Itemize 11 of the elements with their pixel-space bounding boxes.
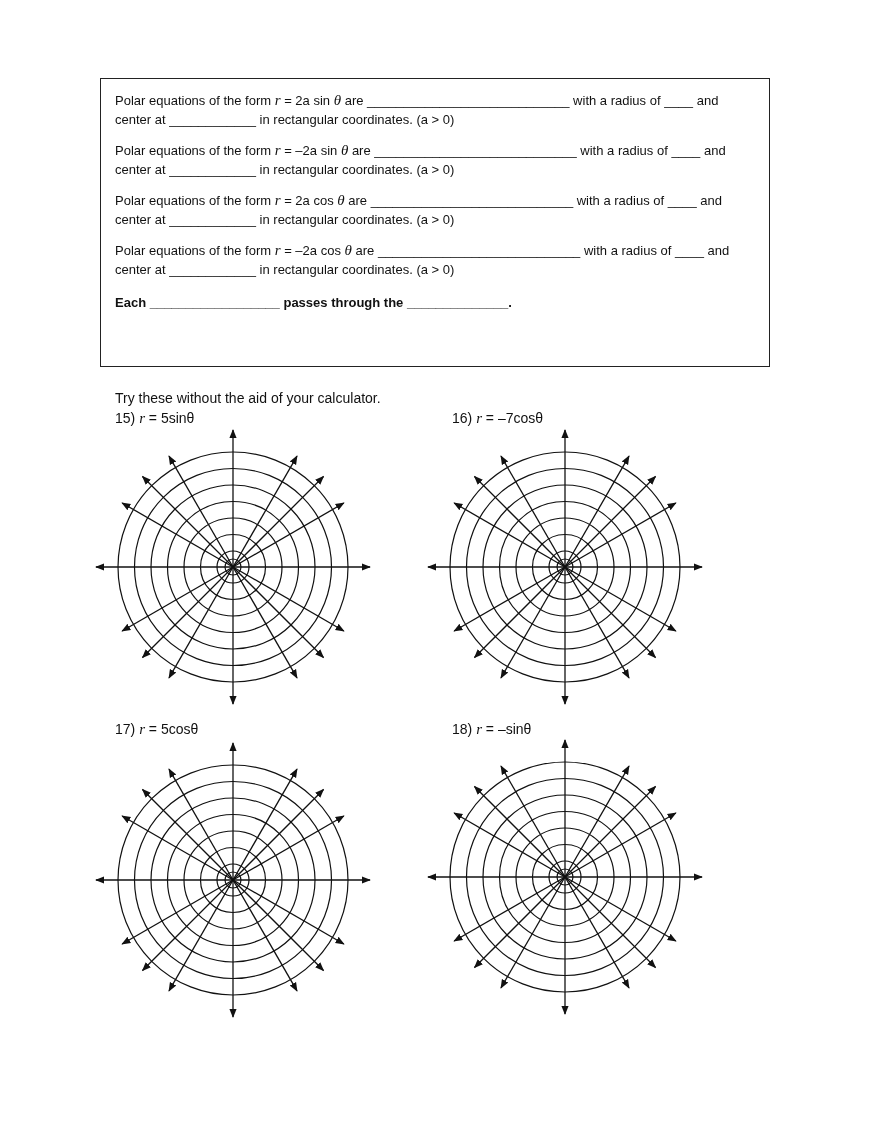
problem-label: 15) r = 5sinθ <box>115 410 195 427</box>
fill-in-sentence: Polar equations of the form r = –2a sin θ are ____________________________ with a radius of ____ and center at ____________ in rectangular coordinates. (a > 0) <box>115 141 727 179</box>
fill-in-sentence: Polar equations of the form r = 2a cos θ are ____________________________ with a radius of ____ and center at ____________ in rectangular coordinates. (a > 0) <box>115 191 723 229</box>
problem-label: 17) r = 5cosθ <box>115 721 199 738</box>
problem-label: 18) r = –sinθ <box>452 721 532 738</box>
instruction-text: Try these without the aid of your calculator. <box>115 390 381 406</box>
fill-in-sentence: Polar equations of the form r = 2a sin θ are ____________________________ with a radius of ____ and center at ____________ in rectangular coordinates. (a > 0) <box>115 91 720 129</box>
fill-in-sentence: Polar equations of the form r = –2a cos θ are ____________________________ with a radius of ____ and center at ____________ in rectangular coordinates. (a > 0) <box>115 241 731 279</box>
problem-label: 16) r = –7cosθ <box>452 410 544 427</box>
fill-in-sentence: Each __________________ passes through the ______________. <box>115 294 513 312</box>
question-card <box>100 78 770 367</box>
